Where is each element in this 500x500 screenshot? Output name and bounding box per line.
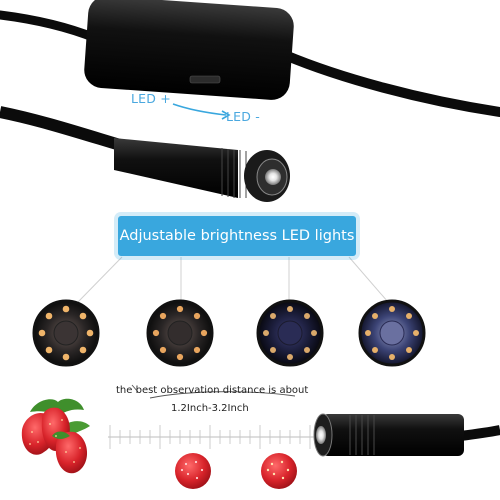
strawberry-view-1 (175, 453, 211, 489)
distance-arrow-left (131, 384, 139, 393)
distance-range-text: 1.2Inch-3.2Inch (171, 403, 249, 414)
adjust-arrow (172, 103, 227, 116)
brightness-dial (189, 75, 221, 84)
camera-body (114, 138, 238, 198)
distance-ruler (108, 425, 315, 449)
brightness-view-medium (146, 299, 214, 367)
top-right-cable (280, 50, 500, 117)
brightness-view-bright (32, 299, 100, 367)
camera-lens (265, 169, 281, 185)
brightness-banner: Adjustable brightness LED lights (118, 216, 356, 256)
brightness-view-low (358, 299, 426, 367)
bottom-endoscope (313, 413, 500, 457)
guide-lines (77, 256, 389, 303)
control-box (84, 0, 294, 100)
endoscope-head-group (0, 106, 290, 202)
probe-cable (0, 106, 122, 151)
adjust-arrow-head (221, 110, 231, 120)
top-left-cable (0, 10, 100, 43)
strawberries-illustration (21, 398, 90, 474)
control-box-group (0, 0, 500, 117)
observation-distance-text: the best observation distance is about (116, 385, 309, 396)
led-minus-label: LED - (226, 109, 260, 124)
brightness-view-dim (256, 299, 324, 367)
led-plus-label: LED + (131, 91, 171, 106)
strawberry-view-2 (261, 453, 297, 489)
banner-text: Adjustable brightness LED lights (119, 228, 355, 244)
distance-bracket (149, 391, 296, 399)
